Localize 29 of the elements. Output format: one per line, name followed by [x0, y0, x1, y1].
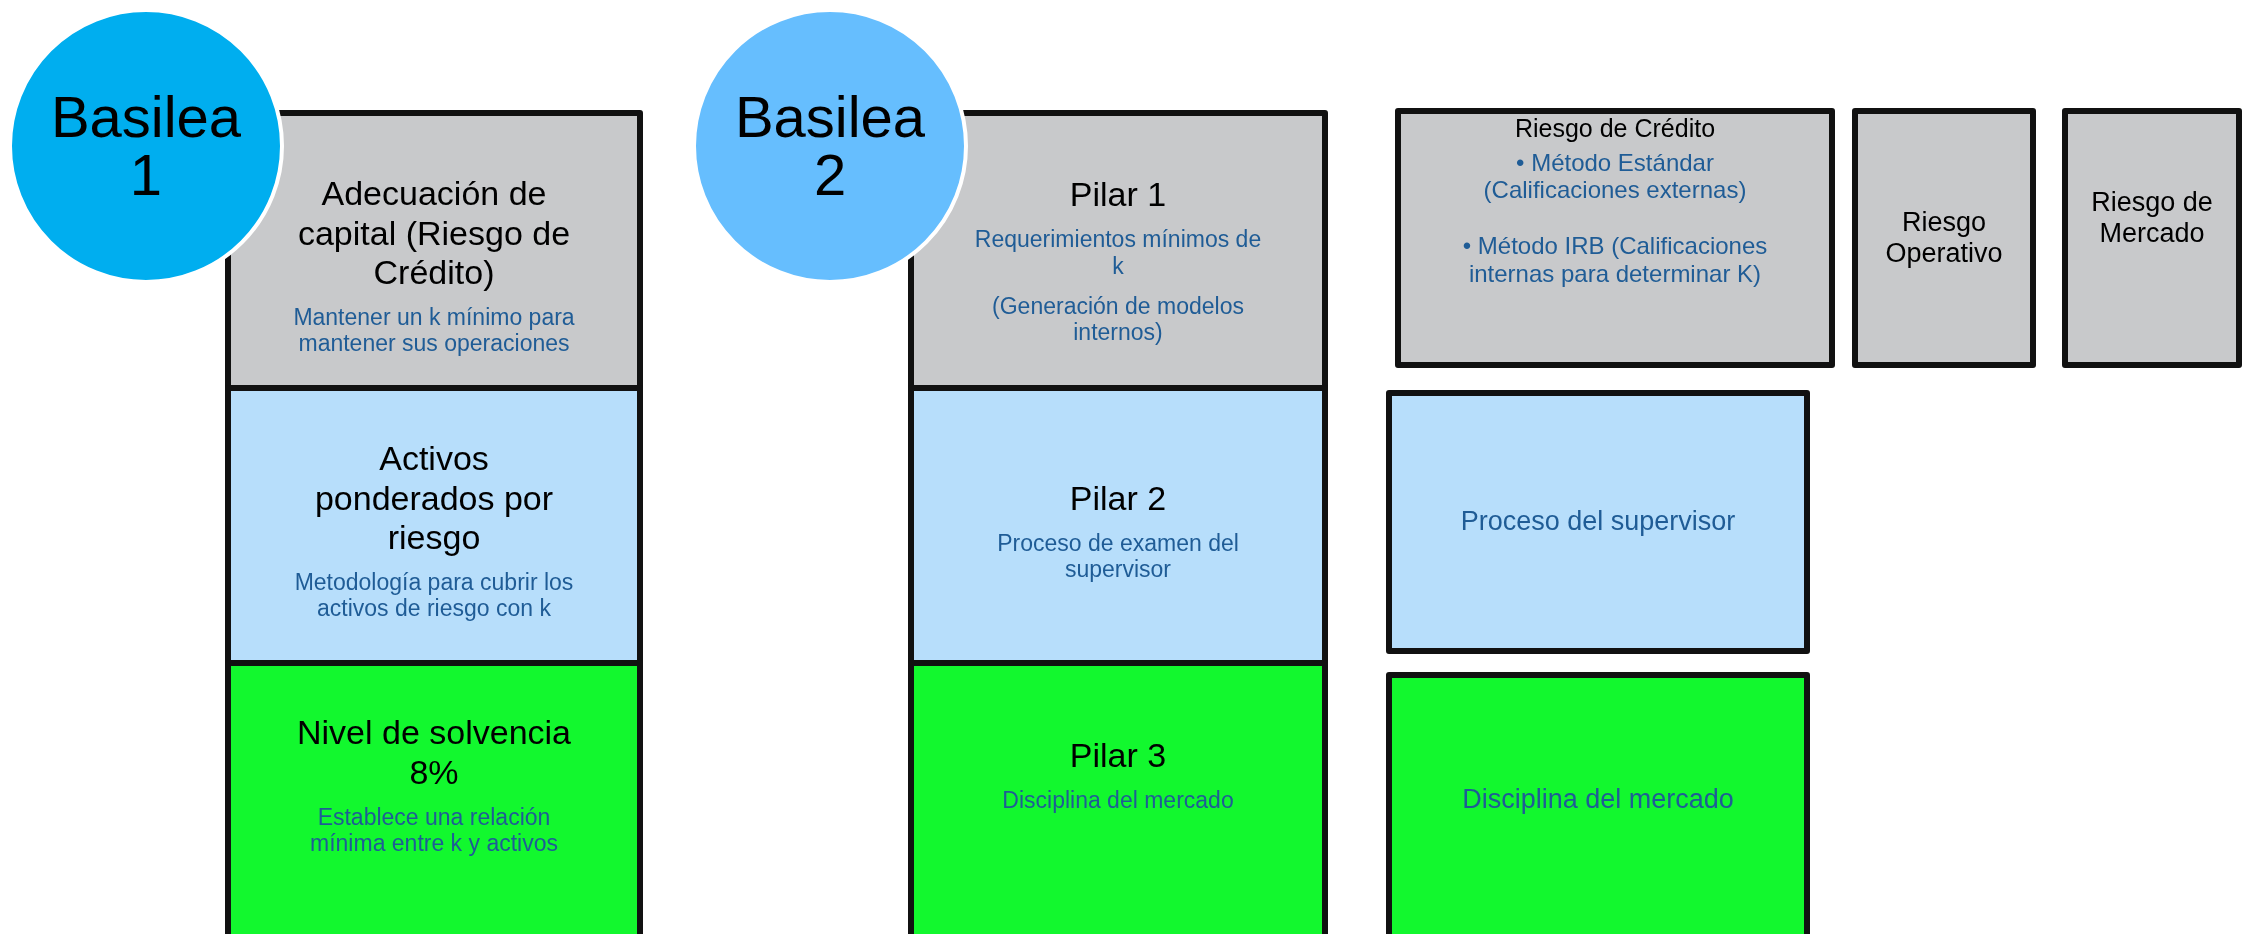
box-heading: Nivel de solvencia 8% [296, 713, 572, 792]
box-heading: Riesgo Operativo [1884, 206, 2004, 270]
box-heading: Riesgo de Mercado [2090, 186, 2214, 250]
box-heading: Pilar 1 [1069, 175, 1167, 215]
era-label: Basilea 2 [734, 88, 926, 204]
box-description: Disciplina del mercado [1002, 787, 1234, 814]
box-heading: Riesgo de Crédito [1514, 114, 1716, 143]
bullet-item: • Método Estándar (Calificaciones externas) [1482, 148, 1748, 204]
box-description: Requerimientos mínimos de k [974, 226, 1262, 280]
box-heading: Activos ponderados por riesgo [313, 439, 555, 557]
box-description: Metodología para cubrir los activos de riesgo con k [293, 568, 575, 622]
bullet-item: • Método IRB (Calificaciones internas para determinar K) [1461, 231, 1769, 288]
box-heading: Disciplina del mercado [1462, 783, 1734, 815]
category-box [1386, 390, 1810, 654]
category-box [1852, 108, 2036, 368]
category-box [1386, 672, 1810, 934]
box-description: (Generación de modelos internos) [991, 293, 1245, 346]
box-description: Establece una relación mínima entre k y activos [309, 803, 559, 857]
box-heading: Proceso del supervisor [1460, 506, 1736, 538]
box-description: Mantener un k mínimo para mantener sus operaciones [292, 303, 576, 357]
era-label: Basilea 1 [49, 88, 243, 204]
category-box [2062, 108, 2242, 368]
category-box [225, 660, 643, 934]
box-heading: Pilar 3 [1069, 736, 1167, 776]
category-box [1395, 108, 1835, 368]
box-heading: Pilar 2 [1069, 478, 1167, 518]
category-box [908, 660, 1328, 934]
box-heading: Adecuación de capital (Riesgo de Crédito) [296, 174, 572, 292]
box-description: Proceso de examen del supervisor [996, 529, 1240, 583]
